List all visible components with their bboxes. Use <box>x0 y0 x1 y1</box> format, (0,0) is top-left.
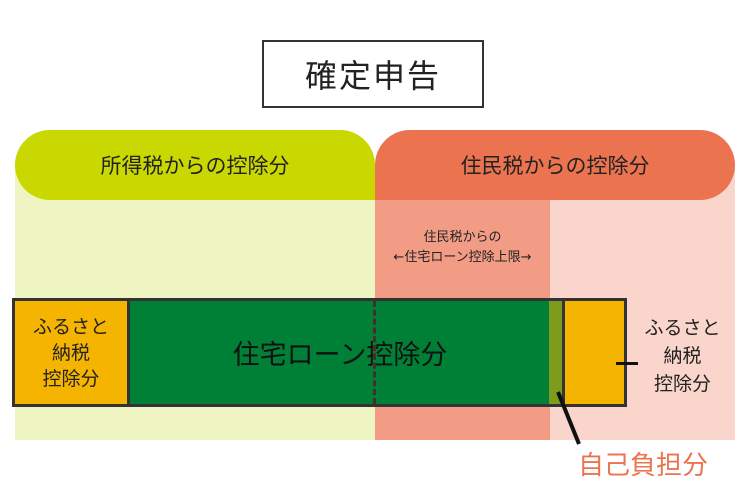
income-tax-label: 所得税からの控除分 <box>100 154 290 178</box>
self-pay-label: 自己負担分 <box>578 451 709 481</box>
housing-loan-label: 住宅ローン控除分 <box>232 340 448 371</box>
resident-tax-header: 住民税からの控除分 <box>375 130 735 200</box>
right-furusato-box <box>562 298 627 407</box>
right-furusato-pointer <box>616 362 638 365</box>
income-tax-header: 所得税からの控除分 <box>15 130 375 200</box>
page-title: 確定申告 <box>262 40 484 108</box>
left-furusato-box: ふるさと 納税 控除分 <box>15 301 130 404</box>
self-pay-strip <box>549 301 562 404</box>
limit-label-line2: ←住宅ローン控除上限→ <box>393 250 532 265</box>
resident-tax-label: 住民税からの控除分 <box>460 154 650 178</box>
limit-dashed-line <box>373 301 376 404</box>
right-furusato-label: ふるさと 納税 控除分 <box>644 317 721 395</box>
limit-label-line1: 住民税からの <box>423 230 502 245</box>
limit-label: 住民税からの ←住宅ローン控除上限→ <box>375 228 550 268</box>
